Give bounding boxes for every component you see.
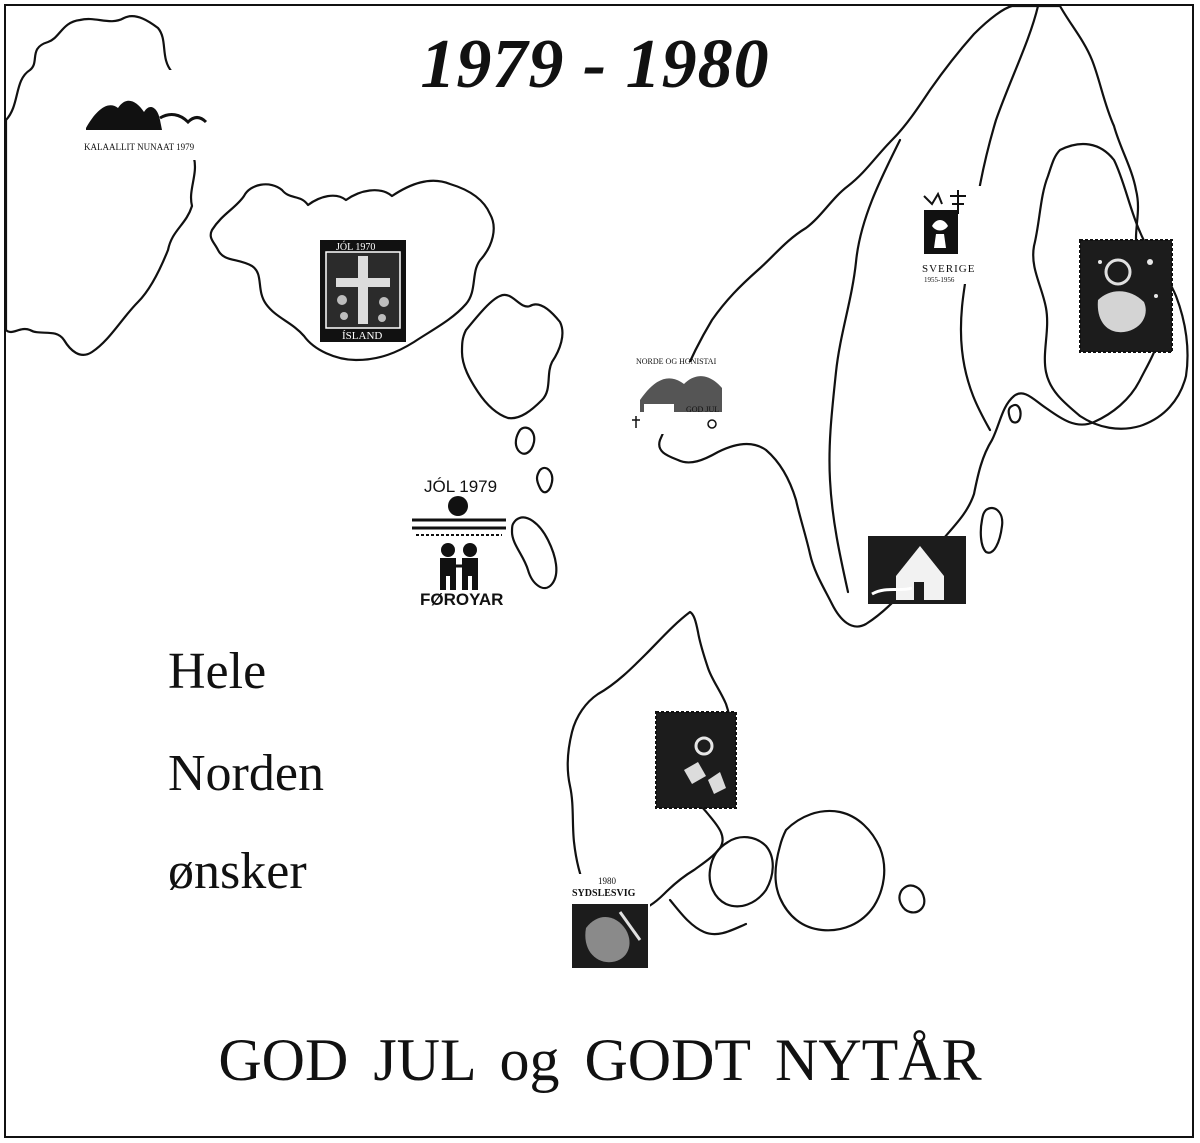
greeting-line-2: Norden — [168, 745, 324, 802]
greenland-stamp-text: KALAALLIT NUNAAT 1979 — [84, 142, 195, 152]
iceland-stamp-bottom-text: ÍSLAND — [342, 330, 382, 342]
zealand-outline — [774, 809, 886, 932]
faroe-stamp-top-text: JÓL 1979 — [424, 477, 498, 496]
year-title: 1979 - 1980 — [420, 26, 770, 103]
faroe-islet-outline — [535, 466, 554, 494]
norway-stamp-header: NORDE OG HONISTAI — [636, 357, 717, 366]
jutland-outline — [566, 610, 732, 916]
iceland-stamp-top-text: JÓL 1970 — [336, 241, 375, 253]
sweden-norway-border — [828, 138, 902, 594]
finland-stamp — [1079, 239, 1173, 353]
greeting-line-3: ønsker — [168, 843, 307, 900]
norway-stamp-inner: GOD JUL — [686, 405, 719, 414]
faroe-stamp — [412, 496, 506, 590]
faroe-islet-outline — [514, 426, 536, 455]
christmas-greeting: GOD JUL og GODT NYTÅR — [218, 1027, 982, 1093]
gotland-outline — [979, 506, 1004, 554]
sweden-stamp: SVERIGE 1955-1956 — [918, 186, 990, 284]
schleswig-coast — [668, 898, 748, 936]
iceland-stamp: JÓL 1970 ÍSLAND — [320, 240, 406, 342]
south-sweden-stamp — [868, 536, 966, 604]
greenland-outline — [4, 15, 196, 356]
greenland-stamp: KALAALLIT NUNAAT 1979 — [82, 70, 214, 160]
iceland-outline — [209, 179, 495, 362]
faroe-stamp-bottom-text: FØROYAR — [420, 590, 504, 609]
finland-outline — [1032, 143, 1189, 430]
sydslesvig-stamp-year: 1980 — [598, 876, 617, 886]
denmark-stamp — [655, 711, 737, 809]
bornholm-outline — [898, 884, 926, 914]
norway-stamp: NORDE OG HONISTAI GOD JUL — [632, 357, 730, 434]
funen-outline — [708, 836, 774, 908]
sweden-stamp-year: 1955-1956 — [924, 276, 955, 284]
island-outline — [1007, 403, 1022, 424]
sweden-stamp-name: SVERIGE — [922, 263, 975, 275]
sydslesvig-stamp-name: SYDSLESVIG — [572, 888, 636, 899]
sydslesvig-stamp: 1980 SYDSLESVIG — [570, 874, 650, 970]
greeting-line-1: Hele — [168, 643, 267, 700]
faroe-main-outline — [460, 293, 564, 420]
faroe-south-outline — [510, 516, 558, 590]
